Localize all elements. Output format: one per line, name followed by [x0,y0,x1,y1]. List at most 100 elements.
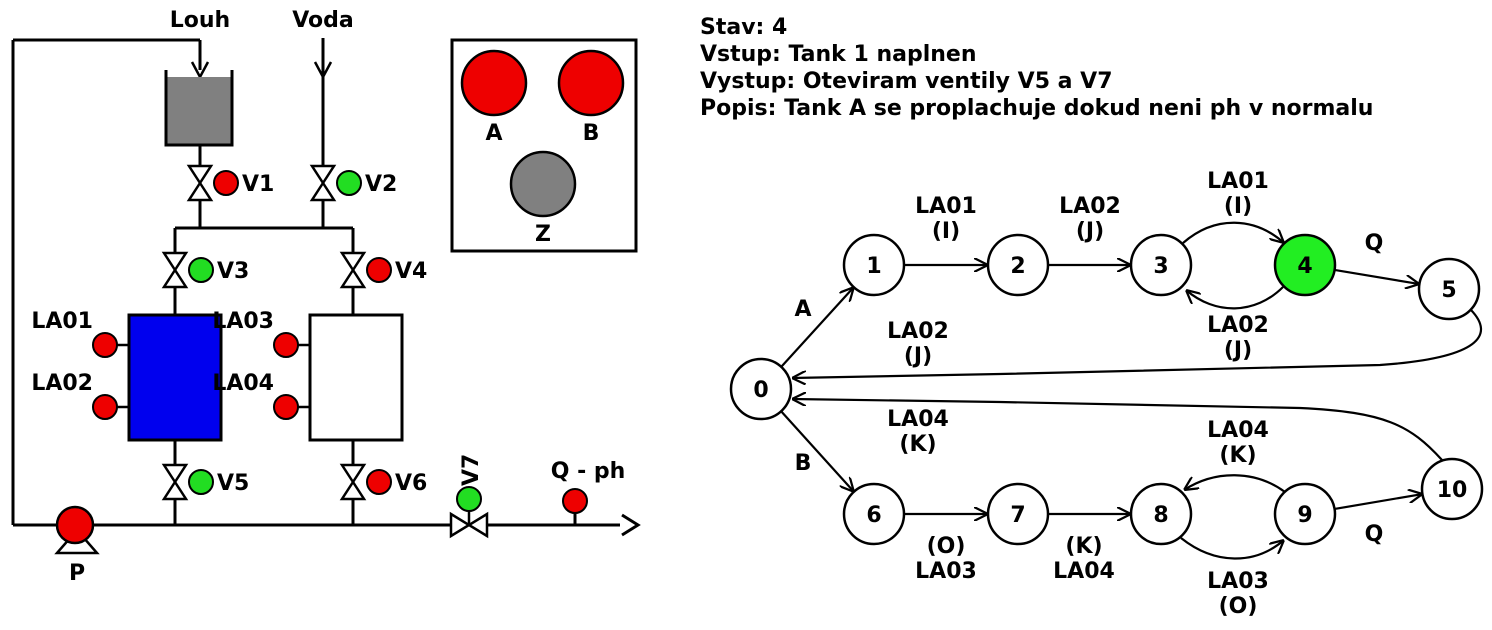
valve-body-top [186,164,214,186]
sensor-la01-label: LA01 [31,309,93,334]
state-line: Stav: 4 [700,15,788,40]
water-feed-arrow [313,61,333,80]
valve-body-left [449,511,472,539]
outlet-arrow [621,513,641,537]
valve-v2-label: V2 [365,172,397,197]
valve-v5-label: V5 [217,471,249,496]
edge-0-6 [780,410,854,491]
description-line: Popis: Tank A se proplachuje dokud neni … [700,96,1374,121]
valve-body-right [466,511,489,539]
valve-body-bottom [339,267,367,289]
sensor-la04-indicator [273,394,299,420]
valve-body-bottom [161,267,189,289]
sensor-la01-indicator [92,332,118,358]
input-line: Vstup: Tank 1 naplnen [700,42,977,67]
valve-v1-label: V1 [242,172,274,197]
label-8-9-0: LA03 [1207,569,1269,594]
label-5-0-1: (J) [904,344,932,369]
state-2-node [986,233,1050,297]
label-10-0-0: LA04 [887,407,949,432]
ph-sensor-label: Q - ph [551,459,626,484]
sensor-la04-label: LA04 [212,371,274,396]
valve-v7: V7 [449,454,489,539]
label-10-0-1: (K) [899,432,936,457]
state-4-label: 4 [1297,254,1312,279]
valve-v4-state-indicator [366,257,392,283]
label-9-8-0: LA04 [1207,418,1269,443]
label-4-5: Q [1365,231,1384,256]
label-0-6: B [795,451,812,476]
label-9-10: Q [1365,522,1384,547]
valve-v6-state-indicator [366,469,392,495]
state-0-label: 0 [753,378,768,403]
edge-4-5 [1334,268,1420,284]
valve-body-bottom [339,479,367,501]
valve-v6: V6 [339,463,427,501]
state-9-node [1273,482,1337,546]
state-7-node [986,482,1050,546]
valve-v5: V5 [161,463,249,501]
label-7-8-0: (K) [1065,534,1102,559]
valve-v3-label: V3 [217,259,249,284]
state-8-label: 8 [1153,503,1168,528]
valve-v1: V1 [186,164,274,202]
edge-5-0 [792,309,1482,378]
label-2-3-1: (J) [1076,219,1104,244]
valve-v6-label: V6 [395,471,427,496]
tank-a [127,313,223,442]
edge-10-0 [792,399,1443,461]
sensor-la02-label: LA02 [31,371,93,396]
state-8-node [1129,482,1193,546]
label-7-8-1: LA04 [1053,559,1115,584]
tank-b [308,313,404,442]
lye-input-label: Louh [170,8,230,33]
state-0-node [729,357,793,421]
edge-3-4 [1182,221,1284,243]
valve-v2-state-indicator [336,170,362,196]
state-7-label: 7 [1010,503,1025,528]
valve-v4: V4 [339,251,427,289]
label-6-7-1: LA03 [915,559,977,584]
state-3-label: 3 [1153,254,1168,279]
state-6-node [842,482,906,546]
label-3-4-1: (I) [1224,194,1252,219]
edge-9-10 [1334,494,1423,511]
edge-8-9 [1180,537,1284,560]
state-2-label: 2 [1010,254,1025,279]
state-diagram: ABLA01(I)LA02(J)Q(O)LA03(K)LA04QLA01(I)L… [729,169,1484,619]
valve-body-top [339,463,367,485]
valve-v3: V3 [161,251,249,289]
label-8-9-1: (O) [1219,594,1258,619]
label-1-2-0: LA01 [915,194,977,219]
ph-sensor-indicator [562,488,588,514]
indicator-a-label: A [485,121,502,146]
valve-v3-state-indicator [188,257,214,283]
edge-9-8 [1184,474,1286,493]
lye-tank [164,70,234,147]
valve-v7-label: V7 [459,454,484,486]
label-4-3-1: (J) [1224,338,1252,363]
indicator-a-lamp [460,49,528,117]
label-2-3-0: LA02 [1059,194,1121,219]
state-10-label: 10 [1437,478,1468,503]
lye-tank-liquid [166,77,232,145]
valve-v7-state-indicator [456,486,482,512]
label-3-4-0: LA01 [1207,169,1269,194]
state-5-node [1417,257,1481,321]
output-line: Vystup: Oteviram ventily V5 a V7 [700,69,1113,94]
indicator-panel: A B Z [450,38,638,253]
valve-body-top [339,251,367,273]
sensor-la03-indicator [273,332,299,358]
water-input-label: Voda [292,8,354,33]
valve-v5-state-indicator [188,469,214,495]
indicator-z-label: Z [535,222,551,247]
state-3-node [1129,233,1193,297]
sensor-la03-label: LA03 [212,309,274,334]
valve-body-bottom [186,180,214,202]
state-10-node [1420,457,1484,521]
indicator-b-label: B [583,121,600,146]
label-6-7-0: (O) [927,534,966,559]
label-1-2-1: (I) [932,219,960,244]
